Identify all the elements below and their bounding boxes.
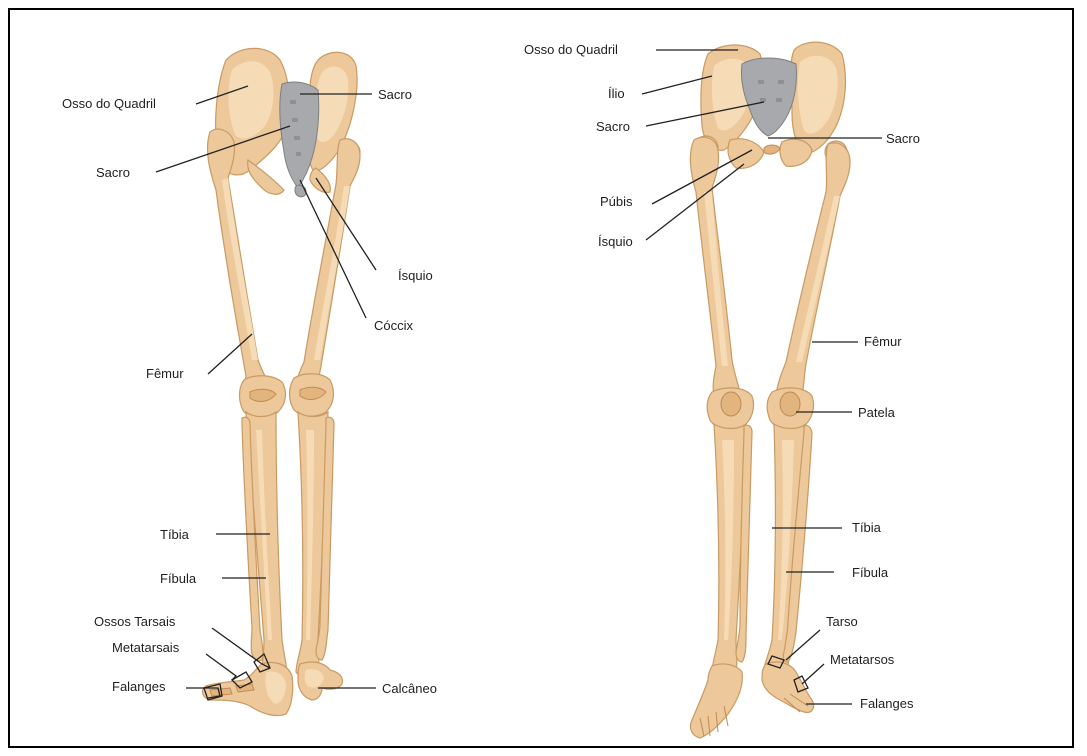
anterior-sacrum — [741, 58, 796, 136]
label-posterior-ossos-tarsais: Ossos Tarsais — [94, 614, 176, 629]
label-posterior-coccix: Cóccix — [374, 318, 414, 333]
anterior-right-femur — [776, 143, 850, 400]
label-anterior-metatarsos: Metatarsos — [830, 652, 895, 667]
label-posterior-metatarsais: Metatarsais — [112, 640, 180, 655]
posterior-right-femur — [296, 139, 360, 396]
anterior-left-patella — [721, 392, 741, 416]
label-anterior-ilio: Ílio — [608, 86, 625, 101]
label-anterior-sacro-right: Sacro — [886, 131, 920, 146]
anterior-skeleton — [690, 42, 850, 738]
label-anterior-pubis: Púbis — [600, 194, 633, 209]
label-anterior-tarso: Tarso — [826, 614, 858, 629]
posterior-coccyx — [295, 185, 306, 197]
label-anterior-tibia: Tíbia — [852, 520, 882, 535]
label-posterior-calcaneo: Calcâneo — [382, 681, 437, 696]
label-posterior-sacro-upper: Sacro — [378, 87, 412, 102]
label-anterior-isquio: Ísquio — [598, 234, 633, 249]
label-posterior-tibia: Tíbia — [160, 527, 190, 542]
label-anterior-osso-quadril: Osso do Quadril — [524, 42, 618, 57]
label-posterior-falanges: Falanges — [112, 679, 166, 694]
label-anterior-patela: Patela — [858, 405, 896, 420]
anterior-left-foot — [690, 664, 742, 738]
label-posterior-isquio: Ísquio — [398, 268, 433, 283]
label-anterior-falanges: Falanges — [860, 696, 914, 711]
label-posterior-femur: Fêmur — [146, 366, 184, 381]
label-posterior-osso-quadril: Osso do Quadril — [62, 96, 156, 111]
label-anterior-femur: Fêmur — [864, 334, 902, 349]
label-anterior-sacro-left: Sacro — [596, 119, 630, 134]
label-posterior-fibula: Fíbula — [160, 571, 197, 586]
label-anterior-fibula: Fíbula — [852, 565, 889, 580]
label-posterior-sacro-lower: Sacro — [96, 165, 130, 180]
